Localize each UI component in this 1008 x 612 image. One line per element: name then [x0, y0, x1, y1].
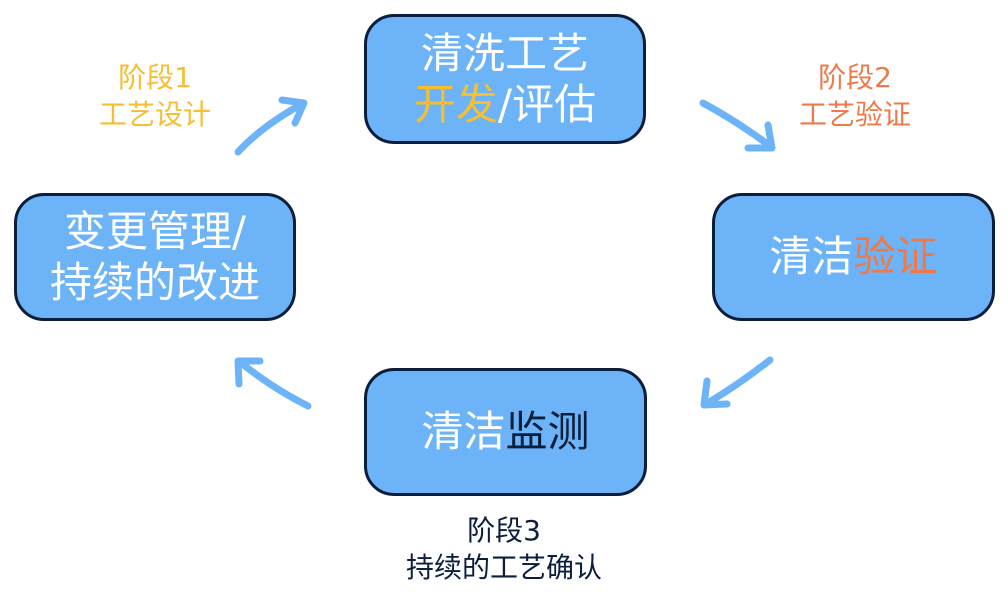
stage3-title: 阶段3 [467, 514, 541, 547]
change-management-line1: 变更管理/ [63, 206, 247, 256]
evaluation-text: /评估 [497, 80, 597, 129]
cleaning-validation-box: 清洁验证 [712, 193, 995, 321]
arrow-stage3 [700, 356, 774, 409]
stage3-label: 阶段3 持续的工艺确认 [354, 513, 654, 587]
arrow-change [234, 357, 312, 410]
stage1-desc: 工艺设计 [98, 97, 211, 131]
cleaning-monitoring-prefix: 清洁 [421, 407, 506, 457]
arrow-stage2 [699, 99, 776, 152]
cleaning-validation-prefix: 清洁 [769, 232, 854, 282]
stage3-desc: 持续的工艺确认 [405, 550, 602, 584]
process-development-line1: 清洗工艺 [420, 28, 589, 78]
change-management-box: 变更管理/ 持续的改进 [14, 193, 296, 321]
validation-highlight: 验证 [853, 232, 938, 282]
stage2-label: 阶段2 工艺验证 [770, 60, 940, 134]
development-highlight: 开发 [413, 80, 498, 129]
arrow-stage1 [234, 96, 308, 156]
stage2-desc: 工艺验证 [798, 97, 911, 131]
stage2-title: 阶段2 [818, 61, 892, 94]
stage1-label: 阶段1 工艺设计 [70, 60, 240, 134]
monitoring-highlight: 监测 [505, 407, 590, 457]
process-development-box: 清洗工艺 开发/评估 [364, 14, 646, 144]
stage1-title: 阶段1 [118, 61, 192, 94]
change-management-line2: 持续的改进 [49, 258, 260, 307]
cleaning-monitoring-box: 清洁监测 [364, 368, 647, 496]
